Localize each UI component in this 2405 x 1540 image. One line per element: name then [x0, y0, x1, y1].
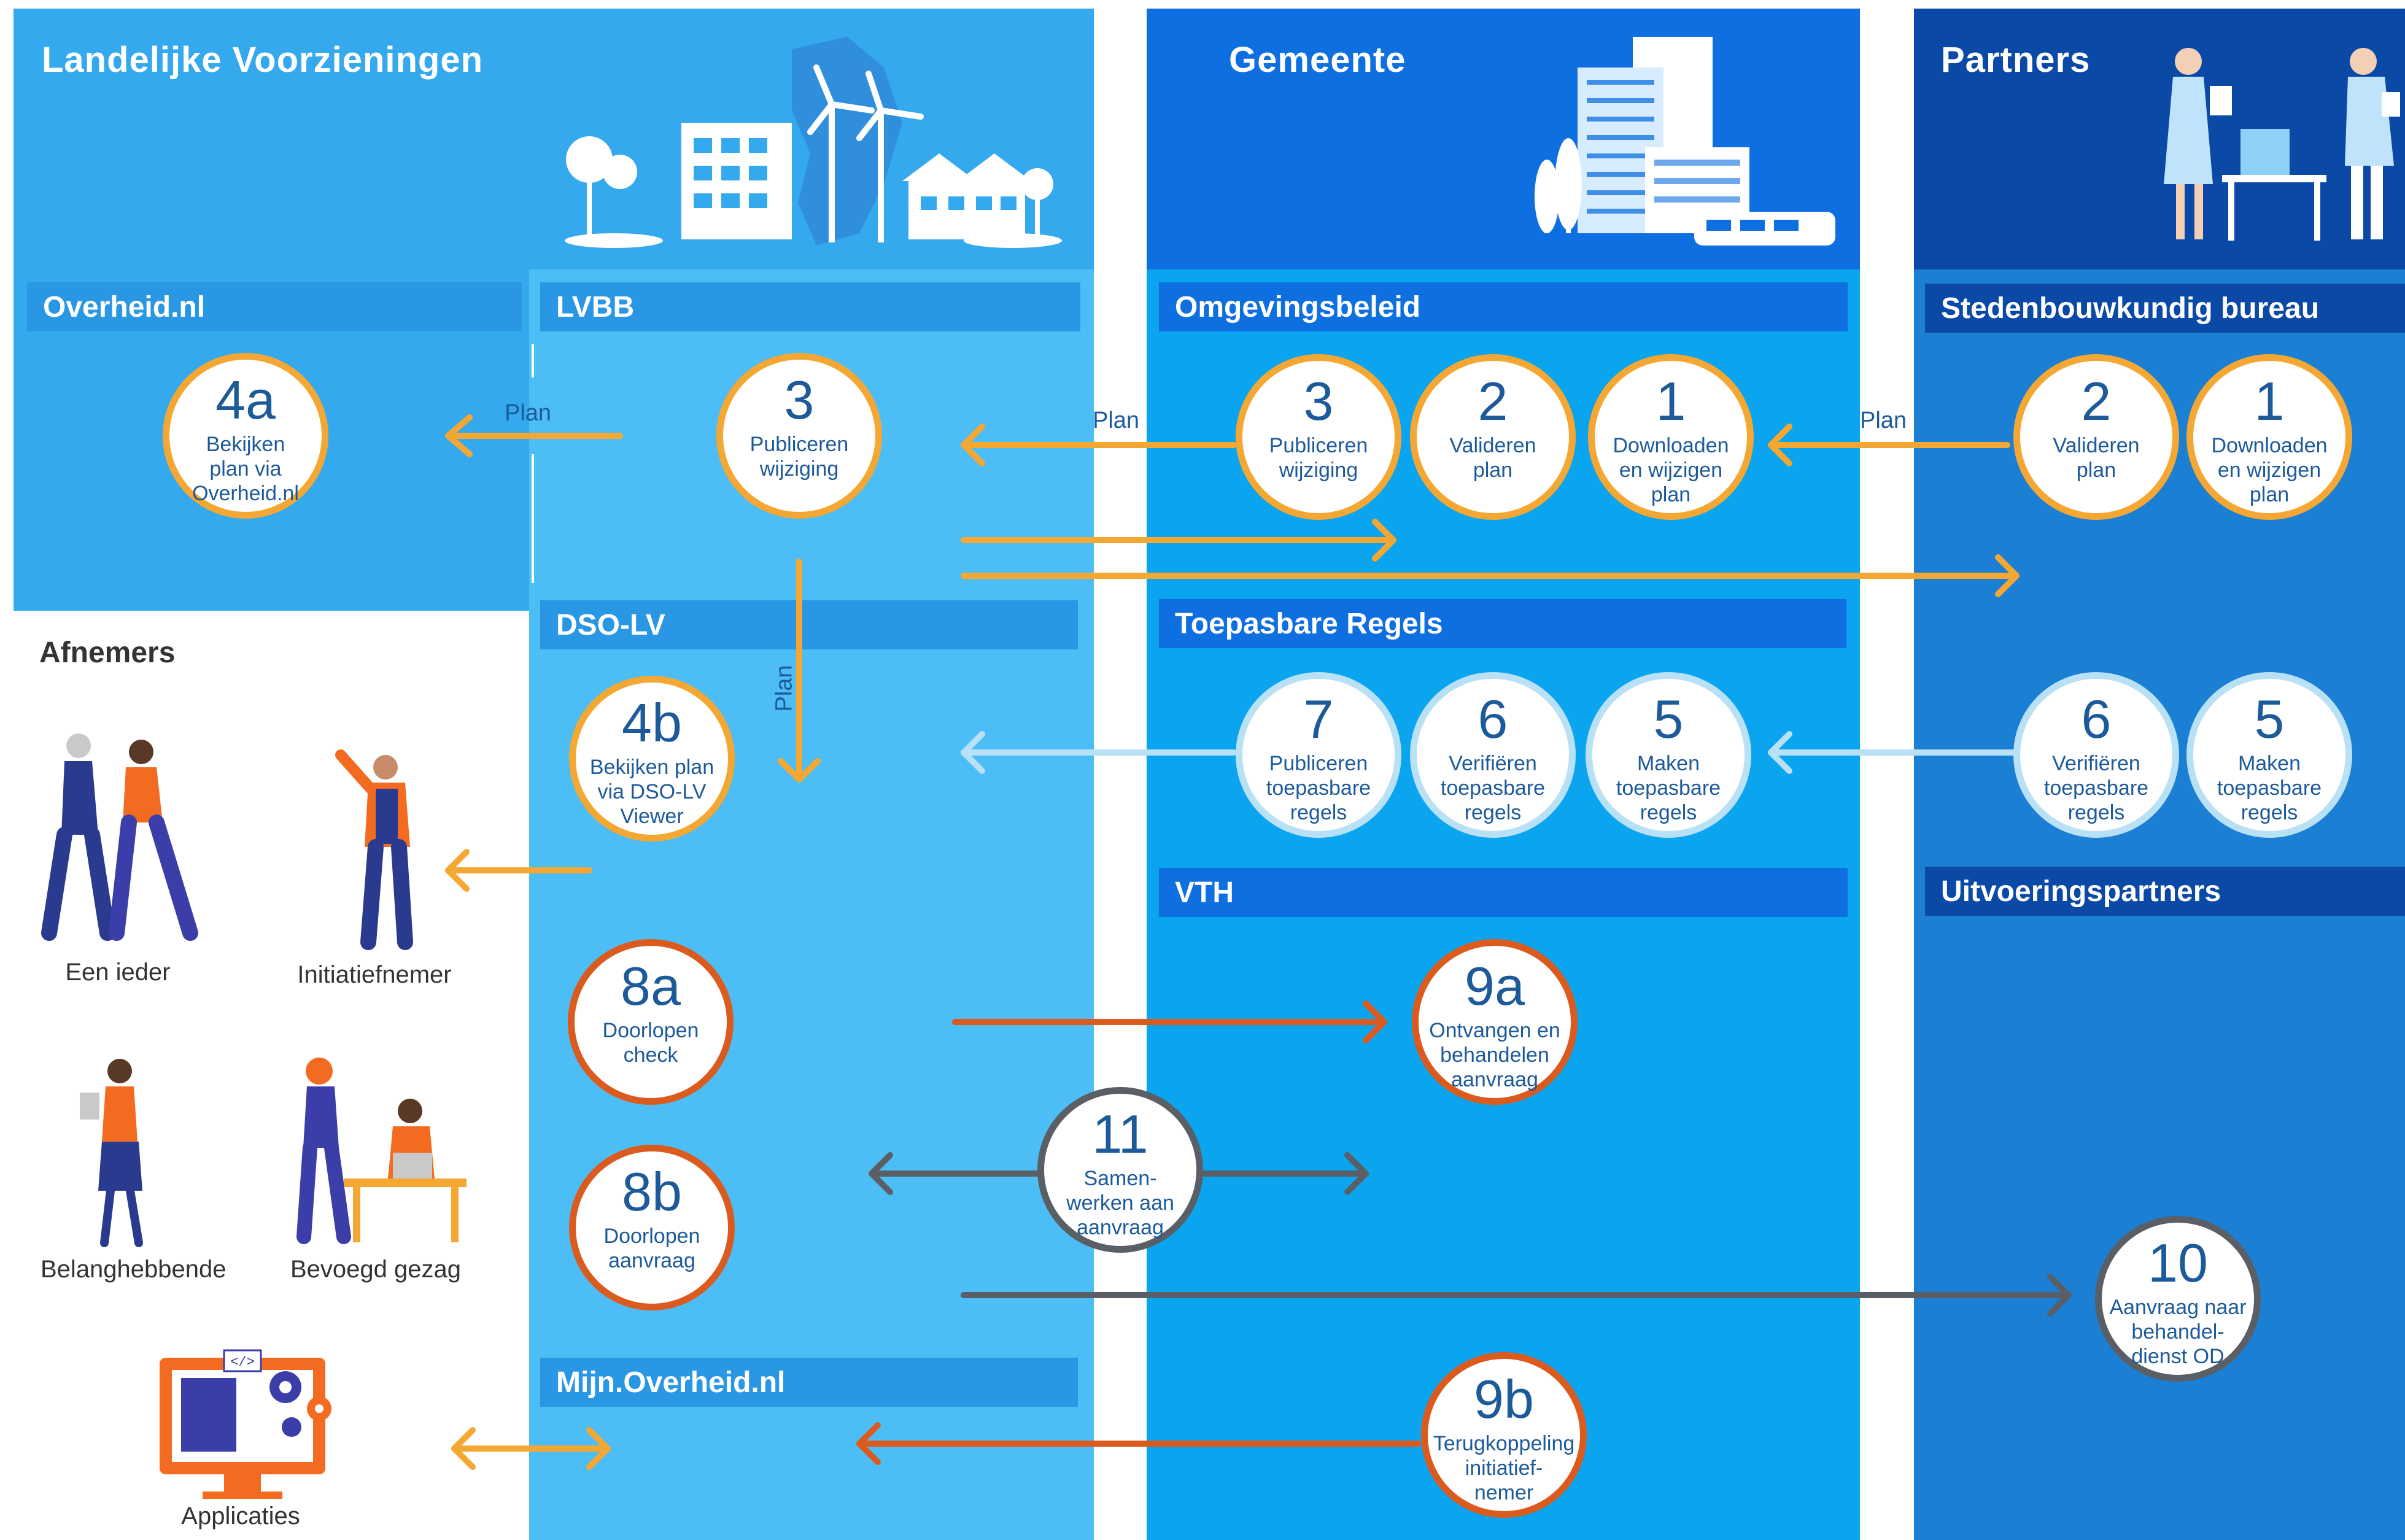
belanghebbende-illustration [80, 1059, 143, 1247]
step-10-behandeldienst: 10 Aanvraag naar behandel- dienst OD [2095, 1216, 2261, 1382]
code-icon: </> [230, 1355, 255, 1370]
step-number: 10 [2148, 1232, 2208, 1293]
label-een-ieder: Een ieder [65, 959, 171, 986]
header-lvbb: LVBB [540, 282, 1080, 331]
step-number: 8b [622, 1161, 682, 1222]
step-number: 5 [1653, 689, 1684, 749]
step-number: 6 [2081, 689, 2112, 749]
een-ieder-illustration [41, 733, 198, 941]
step-2-valideren-partners: 2 Valideren plan [2013, 354, 2179, 520]
label-initiatiefnemer: Initiatiefnemer [297, 961, 452, 988]
step-label: Terugkoppeling initiatief- nemer [1433, 1432, 1575, 1504]
label-bevoegd-gezag: Bevoegd gezag [290, 1256, 461, 1283]
step-4a-bekijken-overheid: 4a Bekijken plan via Overheid.nl [163, 353, 328, 519]
step-8b-doorlopen-aanvraag: 8b Doorlopen aanvraag [569, 1145, 735, 1310]
label-belanghebbende: Belanghebbende [41, 1256, 227, 1283]
header-overheid: Overheid.nl [27, 282, 522, 331]
step-number: 1 [2254, 371, 2285, 431]
step-number: 3 [1303, 371, 1334, 431]
header-dsolv: DSO-LV [540, 600, 1078, 649]
step-number: 6 [1477, 689, 1508, 749]
step-11-samenwerken: 11 Samen- werken aan aanvraag [1037, 1087, 1203, 1253]
step-6-verifieren-partners: 6 Verifiëren toepasbare regels [2013, 672, 2179, 838]
landelijk-illustration [565, 37, 1062, 248]
step-label: Ontvangen en behandelen aanvraag [1429, 1019, 1560, 1091]
step-label: Aanvraag naar behandel- dienst OD [2109, 1296, 2247, 1368]
header-mijnoverheid: Mijn.Overheid.nl [540, 1358, 1078, 1407]
column-title-landelijk: Landelijke Voorzieningen [42, 40, 484, 80]
step-label: Publiceren toepasbare regels [1266, 752, 1371, 824]
partners-top-band [1914, 9, 2405, 269]
step-number: 11 [1092, 1104, 1148, 1164]
step-label: Publiceren wijziging [749, 433, 849, 481]
step-6-verifieren-gemeente: 6 Verifiëren toepasbare regels [1410, 672, 1576, 838]
step-label: Publiceren wijziging [1269, 434, 1368, 482]
step-label: Maken toepasbare regels [1616, 752, 1721, 824]
header-stedenbouwkundig: Stedenbouwkundig bureau [1925, 284, 2405, 333]
applicaties-illustration: </> [160, 1349, 331, 1499]
plan-label-vertical: Plan [771, 665, 797, 712]
header-toepasbare-regels: Toepasbare Regels [1159, 599, 1846, 648]
afnemers-title: Afnemers [39, 637, 176, 669]
grey-arrows [869, 1152, 2072, 1317]
step-number: 2 [1477, 371, 1508, 431]
step-5-maken-partners: 5 Maken toepasbare regels [2186, 672, 2352, 838]
step-1-downloaden-gemeente: 1 Downloaden en wijzigen plan [1588, 354, 1754, 520]
step-number: 2 [2081, 371, 2112, 431]
step-7-publiceren-regels: 7 Publiceren toepasbare regels [1236, 672, 1401, 838]
plan-label-overheid: Plan [505, 400, 552, 426]
step-label: Samen- werken aan aanvraag [1066, 1167, 1174, 1239]
step-2-valideren-gemeente: 2 Valideren plan [1410, 354, 1576, 520]
step-number: 4a [215, 370, 276, 430]
step-5-maken-gemeente: 5 Maken toepasbare regels [1586, 672, 1751, 838]
step-3-publiceren-gemeente: 3 Publiceren wijziging [1236, 354, 1401, 520]
partners-illustration [2164, 48, 2400, 241]
bevoegd-gezag-illustration [296, 1058, 467, 1244]
step-9b-terugkoppeling: 9b Terugkoppeling initiatief- nemer [1421, 1352, 1587, 1518]
step-number: 9b [1474, 1369, 1534, 1430]
column-title-partners: Partners [1941, 40, 2091, 80]
step-label: Valideren plan [2053, 434, 2140, 482]
step-label: Bekijken plan via Overheid.nl [192, 433, 299, 505]
gemeente-illustration [1535, 37, 1835, 246]
plan-label-gemeente: Plan [1093, 408, 1140, 433]
step-4b-bekijken-dsolv: 4b Bekijken plan via DSO-LV Viewer [569, 676, 735, 842]
orange-arrows [445, 414, 2020, 1470]
step-3-publiceren-lvbb: 3 Publiceren wijziging [716, 353, 882, 519]
step-label: Bekijken plan via DSO-LV Viewer [589, 756, 715, 828]
step-9a-ontvangen-aanvraag: 9a Ontvangen en behandelen aanvraag [1412, 939, 1578, 1105]
step-1-downloaden-partners: 1 Downloaden en wijzigen plan [2186, 354, 2352, 520]
step-label: Downloaden en wijzigen plan [2211, 434, 2328, 506]
step-label: Verifiëren toepasbare regels [2043, 752, 2149, 824]
header-vth: VTH [1159, 868, 1848, 917]
red-arrows [856, 1000, 1421, 1465]
header-omgevingsbeleid: Omgevingsbeleid [1159, 282, 1848, 331]
header-uitvoeringspartners: Uitvoeringspartners [1925, 867, 2405, 916]
step-number: 4b [622, 692, 682, 753]
step-number: 1 [1656, 371, 1686, 431]
step-number: 5 [2254, 689, 2285, 749]
step-label: Downloaden en wijzigen plan [1613, 434, 1729, 506]
column-title-gemeente: Gemeente [1229, 40, 1406, 80]
step-label: Maken toepasbare regels [2217, 752, 2322, 824]
step-number: 8a [621, 956, 681, 1016]
plan-label-partners: Plan [1860, 408, 1907, 433]
step-number: 9a [1465, 956, 1525, 1016]
step-number: 3 [784, 370, 815, 430]
label-applicaties: Applicaties [181, 1503, 300, 1530]
step-number: 7 [1303, 689, 1334, 749]
step-label: Doorlopen check [602, 1019, 699, 1067]
step-8a-doorlopen-check: 8a Doorlopen check [568, 939, 734, 1105]
initiatiefnemer-illustration [335, 749, 413, 950]
step-label: Doorlopen aanvraag [603, 1225, 700, 1272]
step-label: Verifiëren toepasbare regels [1440, 752, 1546, 824]
step-label: Valideren plan [1449, 434, 1536, 482]
light-arrows [961, 731, 2016, 774]
